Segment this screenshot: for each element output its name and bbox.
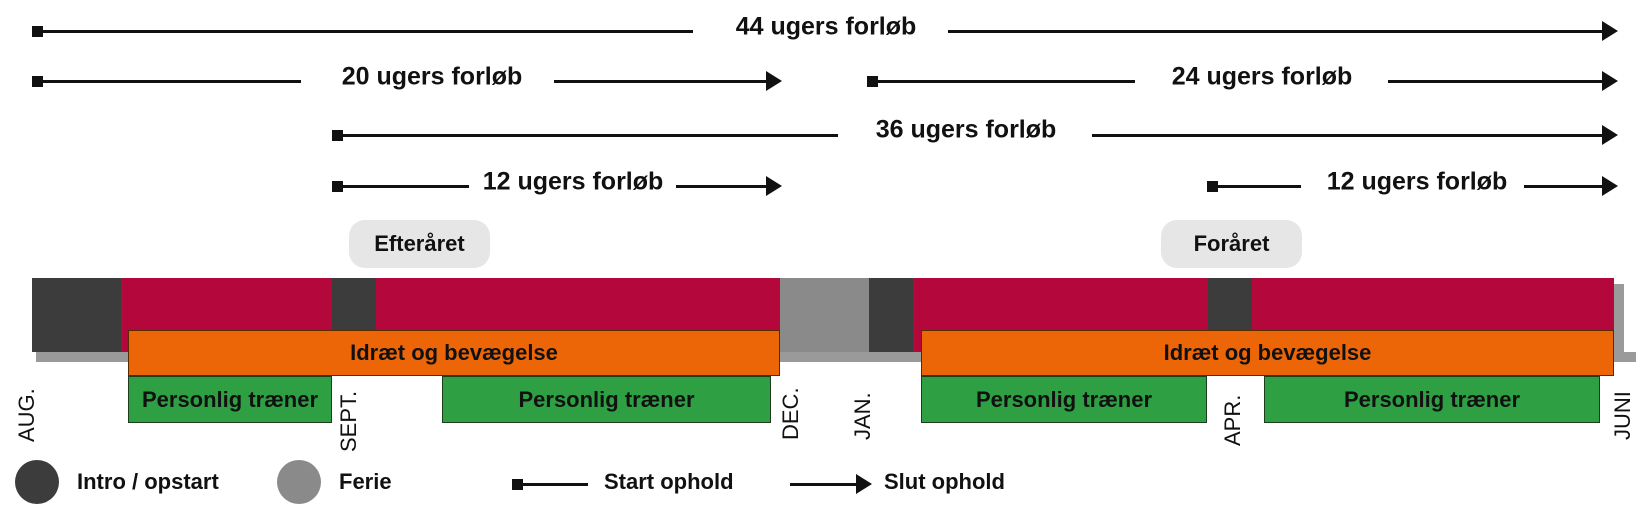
trainer-bar-2: Personlig træner xyxy=(442,376,771,423)
trainer-bar-1: Personlig træner xyxy=(128,376,332,423)
start-line-icon xyxy=(518,483,588,486)
arrow-line xyxy=(338,185,469,188)
semester-spring: Foråret xyxy=(1161,220,1302,268)
end-arrowhead xyxy=(766,71,782,91)
arrow-line xyxy=(338,134,838,137)
bar-shadow xyxy=(36,352,1636,362)
arrow-line xyxy=(1388,80,1608,83)
arrow-line xyxy=(948,30,1608,33)
legend-start-label: Start ophold xyxy=(604,469,734,494)
arrow-line xyxy=(873,80,1135,83)
start-marker xyxy=(32,76,43,87)
start-marker xyxy=(1207,181,1218,192)
intro-swatch-icon xyxy=(15,460,59,504)
intro-segment xyxy=(869,278,913,352)
end-line-icon xyxy=(790,483,860,486)
month-apr: APR. xyxy=(1220,394,1245,446)
sport-bar-spring: Idræt og bevægelse xyxy=(921,330,1614,376)
arrow-line xyxy=(38,30,693,33)
holiday-swatch-icon xyxy=(277,460,321,504)
legend-intro-label: Intro / opstart xyxy=(77,469,219,494)
duration-label: 20 ugers forløb xyxy=(341,62,523,91)
duration-label: 12 ugers forløb xyxy=(482,167,664,196)
end-arrowhead xyxy=(1602,21,1618,41)
start-marker xyxy=(332,130,343,141)
start-marker-icon xyxy=(512,479,523,490)
holiday-segment xyxy=(780,278,869,352)
legend-end-label: Slut ophold xyxy=(884,469,1005,494)
duration-label: 12 ugers forløb xyxy=(1326,167,1508,196)
arrow-line xyxy=(1524,185,1608,188)
month-sept: SEPT. xyxy=(336,390,361,452)
arrow-line xyxy=(554,80,772,83)
arrow-line xyxy=(1213,185,1301,188)
intro-segment xyxy=(32,278,121,352)
semester-autumn: Efteråret xyxy=(349,220,490,268)
duration-label: 36 ugers forløb xyxy=(875,115,1057,144)
arrow-line xyxy=(38,80,301,83)
start-marker xyxy=(867,76,878,87)
start-marker xyxy=(332,181,343,192)
trainer-bar-3: Personlig træner xyxy=(921,376,1207,423)
duration-label: 24 ugers forløb xyxy=(1171,62,1353,91)
month-dec: DEC. xyxy=(778,387,803,440)
duration-label: 44 ugers forløb xyxy=(735,12,917,41)
arrow-line xyxy=(1092,134,1608,137)
arrow-line xyxy=(676,185,772,188)
end-arrowhead xyxy=(1602,125,1618,145)
start-marker xyxy=(32,26,43,37)
end-arrowhead xyxy=(1602,176,1618,196)
month-jan: JAN. xyxy=(850,392,875,440)
legend-holiday-label: Ferie xyxy=(339,469,392,494)
end-arrowhead xyxy=(1602,71,1618,91)
month-aug: AUG. xyxy=(14,388,39,442)
sport-bar-autumn: Idræt og bevægelse xyxy=(128,330,780,376)
bar-shadow xyxy=(1612,284,1624,362)
end-arrowhead-icon xyxy=(856,474,872,494)
end-arrowhead xyxy=(766,176,782,196)
trainer-bar-4: Personlig træner xyxy=(1264,376,1600,423)
month-juni: JUNI xyxy=(1610,391,1635,440)
